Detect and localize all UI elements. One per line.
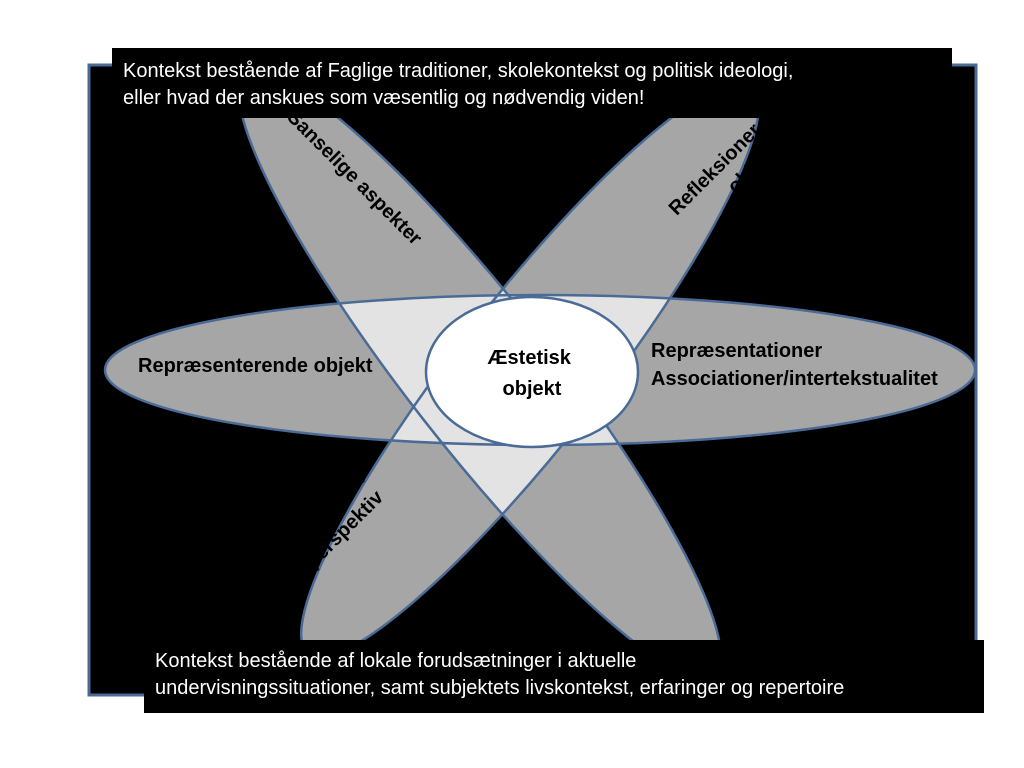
center-label-line1: Æstetisk: [488, 347, 572, 369]
petal-label-left-text: Repræsenterende objekt: [138, 355, 373, 377]
center-label-line2: objekt: [503, 378, 562, 400]
context-top-box: Kontekst bestående af Faglige traditione…: [112, 48, 952, 118]
center-label: Æstetisk objekt: [488, 347, 577, 400]
context-bottom-box: Kontekst bestående af lokale forudsætnin…: [144, 640, 984, 713]
context-top-line2: eller hvad der anskues som væsentlig og …: [123, 87, 645, 109]
petal-label-right-line2: Associationer/intertekstualitet: [651, 368, 938, 390]
context-bottom-line1: Kontekst bestående af lokale forudsætnin…: [155, 650, 637, 672]
context-bottom-line2: undervisningssituationer, samt subjektet…: [155, 677, 845, 699]
petal-label-left: Repræsenterende objekt: [138, 355, 373, 377]
center-ellipse: [424, 295, 640, 449]
petal-label-right-line1: Repræsentationer: [651, 340, 822, 362]
context-top-line1: Kontekst bestående af Faglige traditione…: [123, 60, 794, 82]
petal-label-right: Repræsentationer Associationer/interteks…: [651, 340, 938, 390]
